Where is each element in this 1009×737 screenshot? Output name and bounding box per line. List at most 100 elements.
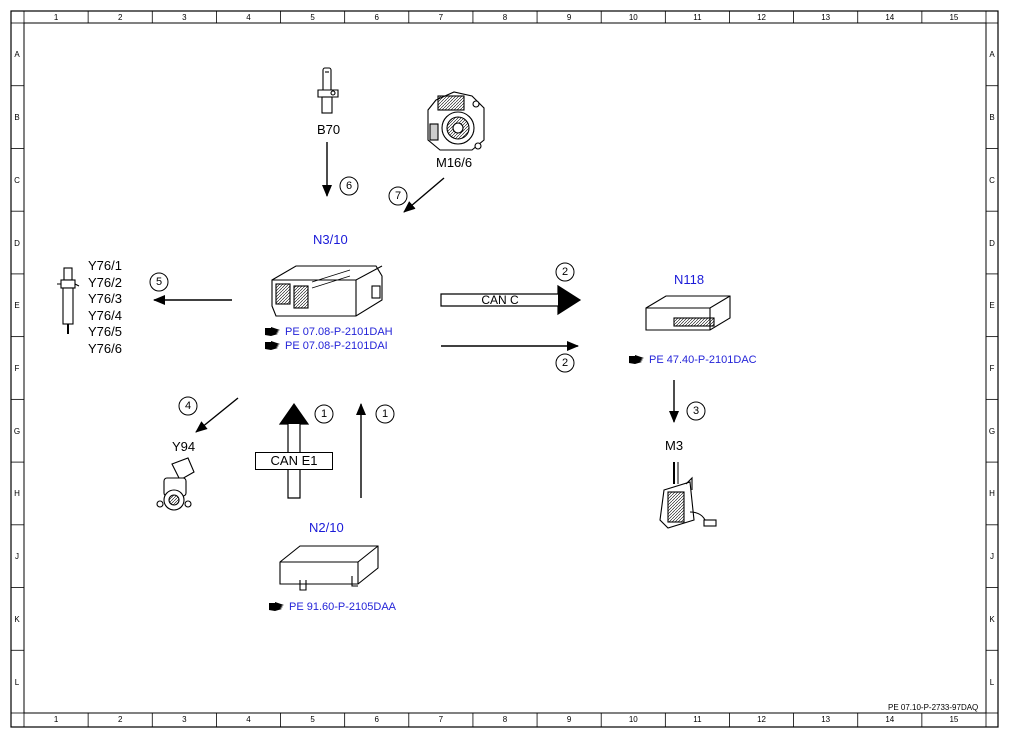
grid-column-label: 2: [117, 13, 123, 22]
pointing-hand-icon: [265, 327, 280, 336]
signal-number-3: 3: [692, 405, 700, 417]
component-label-b70: B70: [317, 122, 341, 137]
grid-column-label: 7: [438, 715, 444, 724]
pointing-hand-icon: [265, 341, 280, 350]
grid-column-label: 13: [821, 13, 831, 22]
component-label-m16-6: M16/6: [436, 155, 473, 170]
reference-text: PE 07.08-P-2101DAH: [285, 326, 393, 338]
y94-valve-drawing: [156, 457, 195, 511]
grid-column-label: 9: [566, 13, 572, 22]
grid-row-label: D: [989, 238, 995, 248]
component-label-y76-2: Y76/2: [88, 274, 122, 290]
reference-link-n3-10-b[interactable]: PE 07.08-P-2101DAI: [265, 340, 388, 352]
signal-number-1-can: 1: [320, 408, 328, 420]
grid-column-label: 13: [821, 715, 831, 724]
grid-column-label: 1: [53, 13, 59, 22]
grid-column-label: 7: [438, 13, 444, 22]
m3-fuel-pump-drawing: [659, 462, 717, 529]
reference-text: PE 91.60-P-2105DAA: [289, 601, 397, 613]
b70-sensor-drawing: [317, 67, 339, 114]
signal-number-2-can: 2: [561, 266, 569, 278]
grid-column-label: 11: [693, 715, 702, 724]
grid-row-label: F: [989, 364, 995, 373]
n3-10-control-unit-drawing: [271, 265, 383, 317]
n2-10-module-drawing: [279, 545, 379, 591]
document-reference: PE 07.10-P-2733-97DAQ: [888, 703, 979, 712]
grid-column-label: 1: [53, 715, 59, 724]
grid-row-label: E: [989, 301, 995, 311]
component-label-n118: N118: [674, 272, 705, 287]
grid-row-label: E: [14, 301, 20, 311]
grid-column-label: 6: [374, 715, 379, 724]
grid-column-label: 12: [757, 13, 766, 22]
grid-column-label: 10: [628, 715, 638, 724]
grid-column-label: 2: [117, 715, 123, 724]
grid-column-label: 3: [182, 715, 187, 724]
grid-row-label: C: [989, 175, 995, 185]
grid-column-label: 5: [310, 715, 315, 724]
component-label-y76-6: Y76/6: [88, 340, 122, 356]
grid-row-label: L: [14, 677, 20, 687]
signal-number-5: 5: [155, 276, 163, 288]
grid-column-label: 15: [949, 13, 959, 22]
grid-row-label: H: [989, 489, 995, 499]
grid-row-label: B: [14, 113, 20, 123]
component-label-n3-10: N3/10: [313, 232, 348, 247]
grid-row-label: C: [14, 175, 20, 185]
grid-column-label: 12: [757, 715, 766, 724]
grid-row-label: J: [15, 552, 19, 562]
grid-row-label: A: [989, 50, 995, 60]
reference-link-n2-10[interactable]: PE 91.60-P-2105DAA: [269, 601, 396, 613]
grid-column-label: 14: [885, 13, 895, 22]
grid-row-label: K: [989, 614, 995, 624]
arrow-m16-6-to-n3-10: [403, 177, 445, 213]
signal-number-1: 1: [381, 408, 389, 420]
can-e1-label: CAN E1: [255, 452, 333, 470]
grid-row-label: B: [989, 113, 995, 123]
can-c-label: CAN C: [481, 293, 519, 307]
m16-6-throttle-drawing: [427, 91, 485, 151]
grid-column-label: 8: [502, 715, 508, 724]
pointing-hand-icon: [269, 602, 284, 611]
signal-number-4: 4: [184, 400, 192, 412]
component-label-y76-1: Y76/1: [88, 258, 122, 273]
reference-link-n118[interactable]: PE 47.40-P-2101DAC: [629, 354, 757, 366]
grid-row-label: G: [13, 426, 21, 436]
grid-row-label: D: [14, 238, 20, 248]
signal-number-6: 6: [345, 180, 353, 192]
grid-column-label: 6: [374, 13, 379, 22]
signal-circles: [149, 176, 706, 424]
component-label-y76-5: Y76/5: [88, 324, 122, 339]
component-label-m3: M3: [665, 438, 684, 453]
arrow-n3-10-to-y94: [195, 397, 239, 433]
signal-number-7: 7: [394, 190, 402, 202]
grid-column-label: 10: [628, 13, 638, 22]
pointing-hand-icon: [629, 355, 644, 364]
grid-row-label: K: [14, 614, 20, 624]
grid-row-label: H: [14, 489, 20, 499]
grid-column-label: 4: [246, 13, 251, 22]
grid-column-label: 14: [885, 715, 895, 724]
reference-text: PE 07.08-P-2101DAI: [285, 340, 388, 352]
inner-frame: [23, 22, 987, 714]
component-label-y94: Y94: [172, 439, 196, 454]
reference-link-n3-10-a[interactable]: PE 07.08-P-2101DAH: [265, 326, 393, 338]
grid-column-label: 5: [310, 13, 315, 22]
grid-row-label: F: [14, 364, 20, 373]
grid-row-label: A: [14, 50, 20, 60]
grid-row-label: J: [990, 552, 994, 562]
grid-column-label: 11: [693, 13, 702, 22]
component-list-y76: Y76/1 Y76/2 Y76/3 Y76/4 Y76/5 Y76/6: [88, 258, 122, 357]
grid-column-label: 8: [502, 13, 508, 22]
signal-number-2: 2: [561, 357, 569, 369]
grid-column-label: 3: [182, 13, 187, 22]
component-label-n2-10: N2/10: [309, 520, 344, 535]
outer-frame: [10, 10, 999, 728]
grid-column-label: 4: [246, 715, 251, 724]
grid-column-label: 15: [949, 715, 959, 724]
component-label-y76-3: Y76/3: [88, 291, 122, 306]
n118-module-drawing: [645, 295, 731, 331]
y76-injector-drawing: [57, 267, 80, 334]
reference-text: PE 47.40-P-2101DAC: [649, 354, 757, 366]
